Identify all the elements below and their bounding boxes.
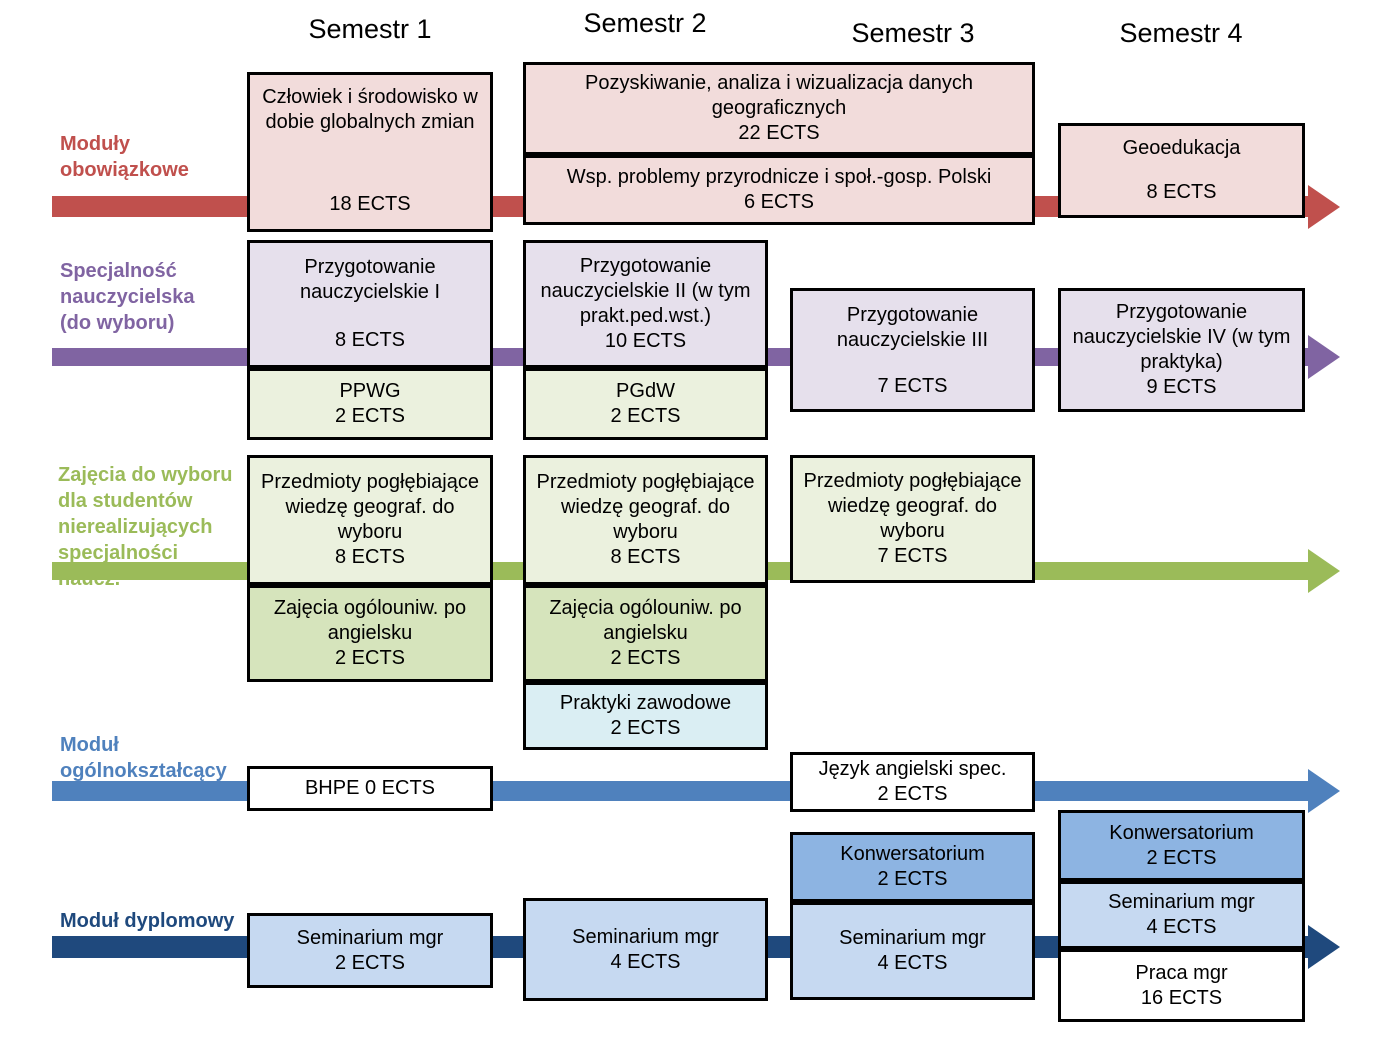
course-box-pgdw: PGdW 2 ECTS (523, 368, 768, 440)
course-ects: 2 ECTS (334, 405, 406, 427)
course-title: Konwersatorium (1109, 821, 1254, 844)
course-box-wsp-problemy: Wsp. problemy przyrodnicze i społ.-gosp.… (523, 155, 1035, 225)
course-ects: 2 ECTS (610, 717, 681, 739)
course-title: Człowiek i środowisko w dobie globalnych… (262, 86, 478, 133)
column-header-semestr-3: Semestr 3 (851, 18, 975, 48)
course-box-bhpe: BHPE 0 ECTS (247, 766, 493, 811)
course-title: Seminarium mgr (1108, 891, 1255, 913)
course-title: Praca mgr (1135, 961, 1228, 984)
column-header-semestr-4: Semestr 4 (1119, 18, 1243, 48)
row-label-modul-dyplomowy: Moduł dyplomowy (60, 910, 235, 932)
course-box-konwersatorium-sem4: Konwersatorium 2 ECTS (1058, 810, 1305, 881)
course-box-geoedukacja: Geoedukacja 8 ECTS (1058, 123, 1305, 218)
course-title: PPWG (339, 380, 401, 402)
course-title: Wsp. problemy przyrodnicze i społ.-gosp.… (566, 166, 992, 188)
course-box-przedmioty-sem1: Przedmioty pogłębiające wiedzę geograf. … (247, 455, 493, 585)
course-title: Przygotowanie nauczycielskie IV (w tym p… (1072, 301, 1291, 373)
course-ects: 2 ECTS (334, 647, 406, 669)
course-ects: 7 ECTS (877, 375, 948, 397)
course-ects: 2 ECTS (1146, 846, 1217, 869)
arrowhead-icon (1308, 185, 1340, 229)
course-ects: 6 ECTS (743, 191, 815, 213)
course-title: PGdW (616, 380, 675, 402)
course-box-zajecia-ogolouniw-sem1: Zajęcia ogólouniw. po angielsku 2 ECTS (247, 585, 493, 682)
course-box-przygotowanie-3: Przygotowanie nauczycielskie III 7 ECTS (790, 288, 1035, 412)
course-ects: 8 ECTS (610, 546, 681, 568)
course-title: Seminarium mgr (839, 927, 986, 949)
arrowhead-icon (1308, 925, 1340, 969)
arrowhead-icon (1308, 335, 1340, 379)
course-box-jezyk-angielski: Język angielski spec. 2 ECTS (790, 752, 1035, 812)
course-ects: 4 ECTS (1146, 916, 1217, 938)
course-ects: 2 ECTS (610, 405, 681, 427)
course-title: Geoedukacja (1122, 137, 1241, 159)
course-box-zajecia-ogolouniw-sem2: Zajęcia ogólouniw. po angielsku 2 ECTS (523, 585, 768, 682)
course-ects: 2 ECTS (877, 783, 948, 805)
course-box-przygotowanie-2: Przygotowanie nauczycielskie II (w tym p… (523, 240, 768, 368)
course-title: Przedmioty pogłębiające wiedzę geograf. … (536, 471, 755, 543)
course-ects: 8 ECTS (1146, 181, 1217, 203)
course-ects: 7 ECTS (877, 545, 948, 567)
course-title: Przedmioty pogłębiające wiedzę geograf. … (803, 470, 1022, 542)
arrowhead-icon (1308, 549, 1340, 593)
course-title: Przygotowanie nauczycielskie I (299, 256, 441, 303)
arrowhead-icon (1308, 769, 1340, 813)
course-box-przygotowanie-4: Przygotowanie nauczycielskie IV (w tym p… (1058, 288, 1305, 412)
course-box-pozyskiwanie-analiza: Pozyskiwanie, analiza i wizualizacja dan… (523, 62, 1035, 155)
course-box-przedmioty-sem3: Przedmioty pogłębiające wiedzę geograf. … (790, 455, 1035, 583)
course-title: Zajęcia ogólouniw. po angielsku (273, 597, 467, 644)
course-box-seminarium-sem4: Seminarium mgr 4 ECTS (1058, 881, 1305, 949)
course-box-seminarium-sem2: Seminarium mgr 4 ECTS (523, 898, 768, 1001)
course-title: Przygotowanie nauczycielskie II (w tym p… (540, 255, 751, 327)
course-title: Przedmioty pogłębiające wiedzę geograf. … (261, 471, 479, 543)
course-box-konwersatorium-sem3: Konwersatorium 2 ECTS (790, 832, 1035, 902)
column-header-semestr-2: Semestr 2 (583, 8, 707, 38)
row-label-zajecia-do-wyboru: Zajęcia do wyboru dla studentów niereali… (58, 464, 233, 590)
course-ects: 16 ECTS (1140, 986, 1223, 1009)
course-box-praca-mgr: Praca mgr 16 ECTS (1058, 949, 1305, 1022)
course-ects: 8 ECTS (334, 329, 406, 351)
course-ects: 10 ECTS (604, 330, 687, 352)
course-title: Praktyki zawodowe (559, 692, 732, 714)
course-title: Pozyskiwanie, analiza i wizualizacja dan… (585, 72, 973, 119)
course-box-praktyki-zawodowe: Praktyki zawodowe 2 ECTS (523, 682, 768, 750)
course-title: BHPE 0 ECTS (304, 777, 436, 799)
course-title: Seminarium mgr (572, 925, 719, 948)
course-title: Konwersatorium (840, 843, 985, 865)
course-title: Język angielski spec. (818, 758, 1007, 780)
course-ects: 8 ECTS (334, 546, 406, 568)
course-ects: 2 ECTS (610, 647, 681, 669)
course-title: Seminarium mgr (296, 926, 444, 949)
course-box-czlowiek-i-srodowisko: Człowiek i środowisko w dobie globalnych… (247, 72, 493, 232)
course-box-seminarium-sem3: Seminarium mgr 4 ECTS (790, 902, 1035, 1000)
course-box-ppwg: PPWG 2 ECTS (247, 368, 493, 440)
course-ects: 4 ECTS (877, 952, 948, 974)
course-ects: 4 ECTS (610, 950, 681, 973)
course-box-seminarium-sem1: Seminarium mgr 2 ECTS (247, 913, 493, 988)
row-label-modul-ogolnoksztalcacy: Moduł ogólnokształcący (60, 734, 227, 782)
course-ects: 22 ECTS (738, 122, 820, 144)
row-label-moduly-obowiazkowe: Moduły obowiązkowe (60, 133, 189, 181)
course-ects: 9 ECTS (1146, 376, 1217, 398)
course-ects: 2 ECTS (877, 868, 948, 890)
course-ects: 2 ECTS (334, 951, 406, 974)
row-label-specjalnosc-nauczycielska: Specjalność nauczycielska (do wyboru) (60, 260, 195, 334)
course-box-przedmioty-sem2: Przedmioty pogłębiające wiedzę geograf. … (523, 455, 768, 585)
course-ects: 18 ECTS (329, 193, 411, 215)
course-title: Zajęcia ogólouniw. po angielsku (549, 597, 742, 644)
column-header-semestr-1: Semestr 1 (308, 14, 432, 44)
course-title: Przygotowanie nauczycielskie III (836, 304, 989, 351)
course-box-przygotowanie-1: Przygotowanie nauczycielskie I 8 ECTS (247, 240, 493, 368)
